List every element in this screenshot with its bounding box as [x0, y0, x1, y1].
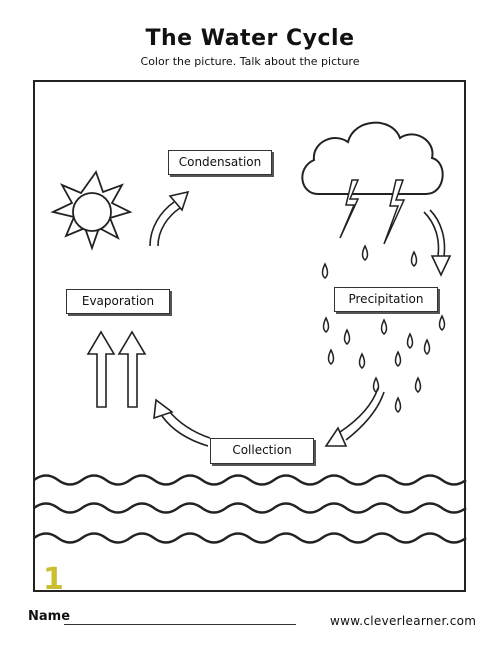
worksheet-subtitle: Color the picture. Talk about the pictur…: [140, 55, 360, 68]
cloud-icon: [301, 121, 444, 195]
arrow-icon: [423, 209, 452, 277]
condensation-text: Condensation: [178, 155, 262, 169]
arrow-icon: [149, 190, 190, 247]
arrow-icon: [153, 398, 211, 447]
collection-label: Collection: [210, 438, 314, 464]
name-field-line[interactable]: [64, 624, 296, 625]
evaporation-text: Evaporation: [81, 294, 155, 308]
illustration-frame: [33, 80, 466, 592]
sun-icon: [50, 170, 133, 251]
arrow-icon: [324, 387, 385, 447]
precipitation-label: Precipitation: [334, 287, 438, 312]
page-number: 1: [43, 562, 64, 597]
precipitation-text: Precipitation: [348, 292, 424, 306]
lightning-icon: [339, 179, 406, 245]
raindrop-icon: [321, 244, 446, 413]
condensation-label: Condensation: [168, 150, 272, 175]
collection-text: Collection: [232, 443, 292, 457]
evaporation-label: Evaporation: [66, 289, 170, 314]
arrow-icon: [86, 330, 147, 408]
worksheet-title: The Water Cycle: [145, 26, 355, 51]
name-label: Name: [28, 609, 71, 624]
water-waves: [33, 474, 467, 544]
website-url: www.cleverlearner.com: [330, 614, 477, 628]
